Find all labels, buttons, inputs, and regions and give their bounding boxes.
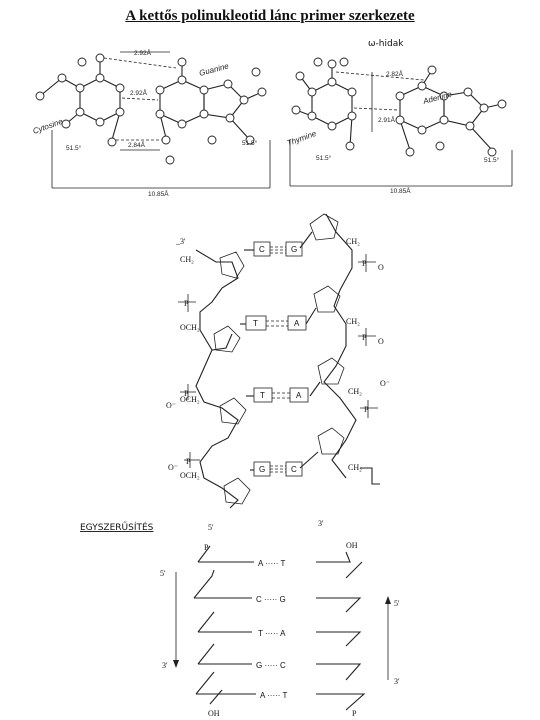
base-right-1: G — [291, 245, 297, 254]
p-left-3: P — [186, 457, 191, 466]
base-left-1: C — [259, 245, 265, 254]
right-3-prime: 3' — [394, 677, 400, 686]
label-adenine: Adenine — [421, 89, 453, 106]
left-3-prime: 3' — [162, 661, 168, 670]
base-right-3: A — [296, 391, 302, 400]
angle-left-ta: 51.5° — [316, 154, 332, 162]
o-right-3: O⁻ — [380, 379, 390, 388]
span-ta: 10.85Å — [390, 186, 411, 195]
double-strand-backbone: C G T A T A G C _3' CH₂ OCH₂ OCH₂ OCH₂ P… — [166, 213, 390, 509]
simplified-scheme: EGYSZERŰSÍTÉS 5' 3' P OH OH P 5' 3' 5' 3… — [80, 519, 400, 718]
och2-3: OCH₂ — [180, 395, 200, 404]
o-left-2: O⁻ — [168, 463, 178, 472]
base-left-4: G — [259, 465, 265, 474]
ch2-right-3: CH₂ — [348, 387, 362, 396]
p-right-1: P — [362, 259, 367, 268]
och2-1: CH₂ — [180, 255, 194, 264]
base-pair-thymine-adenine: ω-hidak 2.82Å 2.91Å 10.85Å Adenine — [286, 39, 513, 195]
p-left-2: P — [184, 389, 189, 398]
och2-4: OCH₂ — [180, 471, 200, 480]
o-left-1: O⁻ — [166, 401, 176, 410]
ch2-right-1: CH₂ — [346, 237, 360, 246]
base-left-2: T — [253, 319, 258, 328]
pair-5: A ····· T — [260, 691, 288, 700]
left-5-prime: 5' — [160, 569, 166, 578]
base-right-4: C — [291, 465, 297, 474]
p-bottom: P — [352, 709, 357, 718]
label-guanine: Guanine — [198, 61, 230, 78]
pair-3: T ····· A — [258, 629, 286, 638]
p-top: P — [204, 543, 209, 552]
dist-top-cg: 2.92Å — [134, 48, 152, 57]
p-right-2: P — [362, 333, 367, 342]
dist-mid-cg: 2.92Å — [130, 88, 148, 97]
oh-bottom: OH — [208, 709, 220, 718]
handwritten-label: ω-hidak — [368, 39, 404, 49]
label-thymine: Thymine — [286, 129, 318, 148]
pair-1: A ····· T — [258, 559, 286, 568]
top-5-prime: 5' — [208, 523, 214, 532]
base-right-2: A — [294, 319, 300, 328]
p-left-1: P — [184, 299, 189, 308]
svg-text:_3': _3' — [175, 237, 186, 246]
o-right-2: O — [378, 337, 384, 346]
top-3-prime: 3' — [318, 519, 324, 528]
dist-top-ta: 2.82Å — [386, 69, 404, 78]
p-right-3: P — [364, 405, 369, 414]
page-title: A kettős polinukleotid lánc primer szerk… — [125, 8, 415, 24]
och2-2: OCH₂ — [180, 323, 200, 332]
right-5-prime: 5' — [394, 599, 400, 608]
label-cytosine: Cytosine — [32, 117, 65, 136]
o-right-1: O — [378, 263, 384, 272]
ch2-right-4: CH₂ — [348, 463, 362, 472]
angle-right-cg: 51.5° — [242, 139, 258, 147]
angle-right-ta: 51.5° — [484, 156, 500, 164]
pair-2: C ····· G — [256, 595, 286, 604]
simplified-heading: EGYSZERŰSÍTÉS — [80, 521, 154, 533]
span-cg: 10.85Å — [148, 189, 169, 198]
pair-4: G ····· C — [256, 661, 286, 670]
base-pair-cytosine-guanine: 2.92Å 2.92Å 2.84Å 10.85Å Guanine Cytosin… — [32, 48, 271, 198]
oh-top: OH — [346, 541, 358, 550]
base-left-3: T — [260, 391, 265, 400]
angle-left-cg: 51.5° — [66, 144, 82, 152]
dist-bot-cg: 2.84Å — [128, 140, 146, 149]
dist-bot-ta: 2.91Å — [378, 115, 396, 124]
ch2-right-2: CH₂ — [346, 317, 360, 326]
